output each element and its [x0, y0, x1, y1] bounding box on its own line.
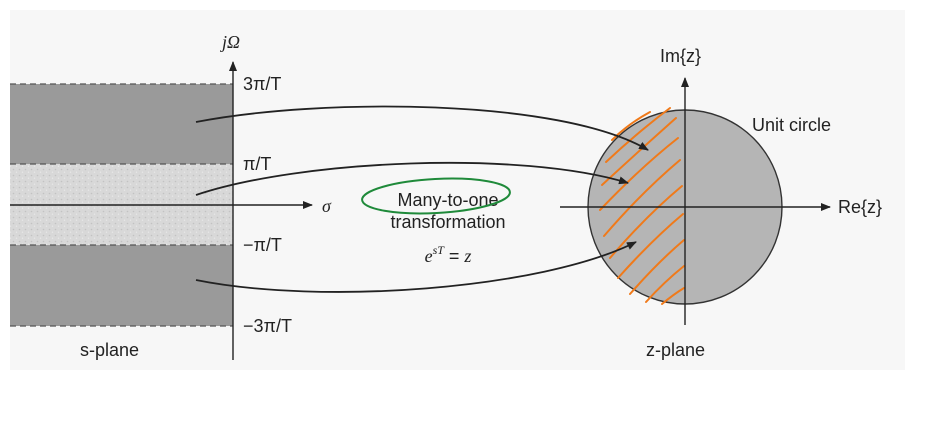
green-circle-annotation	[361, 177, 511, 215]
z-plane: Im{z} Re{z} Unit circle z-plane	[560, 46, 882, 360]
z-plane-label: z-plane	[646, 340, 705, 360]
mapping-equation: esT = z	[425, 243, 472, 266]
tick-label-pi: π/T	[243, 154, 271, 174]
z-real-axis-label: Re{z}	[838, 197, 882, 217]
tick-label-neg-pi: −π/T	[243, 235, 282, 255]
mapping-line-2: transformation	[390, 212, 505, 232]
unit-circle-label: Unit circle	[752, 115, 831, 135]
lower-strip	[10, 245, 233, 326]
upper-strip	[10, 84, 233, 164]
tick-label-3pi: 3π/T	[243, 74, 281, 94]
mapping-line-1: Many-to-one	[397, 190, 498, 210]
s-plane-label: s-plane	[80, 340, 139, 360]
arrow-lower-strip	[195, 241, 637, 293]
mapping-arrows	[195, 105, 649, 293]
arrow-upper-strip	[195, 105, 649, 151]
tick-label-neg-3pi: −3π/T	[243, 316, 292, 336]
s-imag-axis-label: jΩ	[220, 32, 240, 52]
s-plane: jΩ σ 3π/T π/T −π/T −3π/T s-plane	[10, 32, 332, 360]
mapping-annotation: Many-to-one transformation esT = z	[361, 177, 511, 266]
z-imag-axis-label: Im{z}	[660, 46, 701, 66]
arrow-primary-strip	[195, 161, 629, 196]
s-real-axis-label: σ	[322, 196, 332, 216]
